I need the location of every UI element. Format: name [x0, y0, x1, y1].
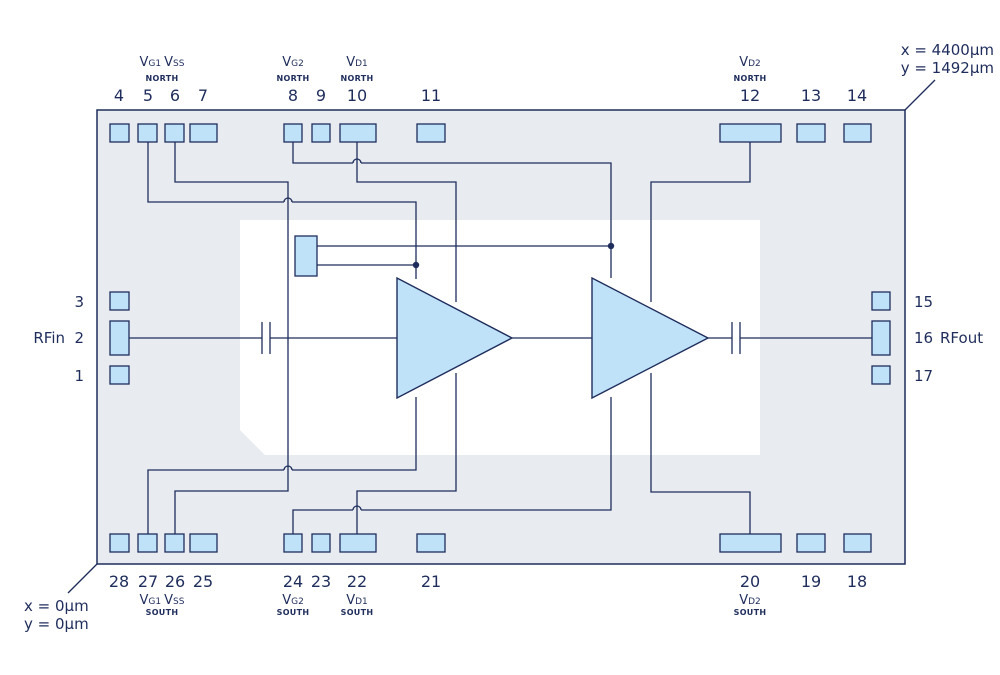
side-labels-east: 15 16 RFout 17 — [914, 293, 983, 385]
pad-14 — [843, 123, 872, 143]
pad-22 — [339, 533, 377, 553]
output-capacitor — [731, 322, 741, 354]
pads-south — [109, 533, 872, 553]
pad-15 — [871, 291, 891, 311]
pin-18-label: 18 — [847, 572, 867, 591]
pad-19 — [796, 533, 826, 553]
amplifier-stage-2 — [591, 276, 710, 400]
south-tag: SOUTH — [146, 608, 179, 617]
vd1-north-label: VD1 — [346, 55, 368, 70]
pad-20 — [719, 533, 782, 553]
pad-5 — [137, 123, 158, 143]
top-right-leader — [904, 79, 936, 111]
pad-18 — [843, 533, 872, 553]
south-tag: SOUTH — [734, 608, 767, 617]
pad-16 — [871, 320, 891, 356]
pin-9-label: 9 — [316, 86, 326, 105]
side-labels-west: 3 RFin 2 1 — [33, 293, 84, 385]
pads-east — [871, 291, 891, 385]
pin-14-label: 14 — [847, 86, 867, 105]
pin-6-label: 6 — [170, 86, 180, 105]
pin-10-label: 10 — [347, 86, 367, 105]
pad-1 — [109, 365, 130, 385]
pad-4 — [109, 123, 130, 143]
pad-25 — [189, 533, 218, 553]
amplifier-stage-1 — [396, 276, 514, 400]
bottom-left-leader — [67, 563, 98, 594]
pads-west — [109, 291, 130, 385]
pin-7-label: 7 — [198, 86, 208, 105]
pin-8-label: 8 — [288, 86, 298, 105]
pin-21-label: 21 — [421, 572, 441, 591]
pad-26 — [164, 533, 185, 553]
pad-7 — [189, 123, 218, 143]
vg2-south-label: VG2 — [282, 593, 304, 608]
pad-13 — [796, 123, 826, 143]
pin-1-label: 1 — [74, 367, 84, 385]
pin-24-label: 24 — [283, 572, 303, 591]
pad-28 — [109, 533, 130, 553]
pad-10 — [339, 123, 377, 143]
north-tag: NORTH — [341, 74, 374, 83]
pin-27-label: 27 — [138, 572, 158, 591]
pin-17-label: 17 — [914, 367, 933, 385]
pin-13-label: 13 — [801, 86, 821, 105]
pin-15-label: 15 — [914, 293, 933, 311]
pad-8 — [283, 123, 303, 143]
vg2-north-label: VG2 — [282, 55, 304, 70]
vd2-north-label: VD2 — [739, 55, 761, 70]
vd1-south-label: VD1 — [346, 593, 368, 608]
pin-3-label: 3 — [74, 293, 84, 311]
north-tag: NORTH — [277, 74, 310, 83]
pad-24 — [283, 533, 303, 553]
pin-26-label: 26 — [165, 572, 185, 591]
vd2-south-label: VD2 — [739, 593, 761, 608]
pad-17 — [871, 365, 891, 385]
pin-2-label: 2 — [74, 329, 84, 347]
south-tag: SOUTH — [277, 608, 310, 617]
rfout-label: RFout — [940, 329, 983, 347]
bottom-left-y-coord: y = 0µm — [24, 615, 89, 633]
pin-4-label: 4 — [114, 86, 124, 105]
pad-27 — [137, 533, 158, 553]
pad-12 — [719, 123, 782, 143]
pin-12-label: 12 — [740, 86, 760, 105]
pin-labels-south: 28 27 26 25 24 23 22 21 20 19 18 — [109, 572, 867, 591]
pad-21 — [416, 533, 446, 553]
pin-25-label: 25 — [193, 572, 213, 591]
pin-20-label: 20 — [740, 572, 760, 591]
south-tag: SOUTH — [341, 608, 374, 617]
pin-labels-north: 4 5 6 7 8 9 10 11 12 13 14 — [114, 86, 867, 105]
pin-22-label: 22 — [347, 572, 367, 591]
wires — [129, 142, 872, 534]
pad-23 — [311, 533, 331, 553]
pin-19-label: 19 — [801, 572, 821, 591]
pad-3 — [109, 291, 130, 311]
input-capacitor — [261, 322, 271, 354]
pad-6 — [164, 123, 185, 143]
pads-north — [109, 123, 872, 143]
pad-11 — [416, 123, 446, 143]
pad-9 — [311, 123, 331, 143]
rfin-label: RFin — [33, 329, 65, 347]
north-tag: NORTH — [146, 74, 179, 83]
north-tag: NORTH — [734, 74, 767, 83]
top-right-x-coord: x = 4400µm — [901, 41, 994, 59]
pin-11-label: 11 — [421, 86, 441, 105]
bottom-left-x-coord: x = 0µm — [24, 597, 89, 615]
pad-2 — [109, 320, 130, 356]
top-right-y-coord: y = 1492µm — [901, 59, 994, 77]
pin-5-label: 5 — [143, 86, 153, 105]
pin-23-label: 23 — [311, 572, 331, 591]
pin-16-label: 16 — [914, 329, 933, 347]
pin-28-label: 28 — [109, 572, 129, 591]
